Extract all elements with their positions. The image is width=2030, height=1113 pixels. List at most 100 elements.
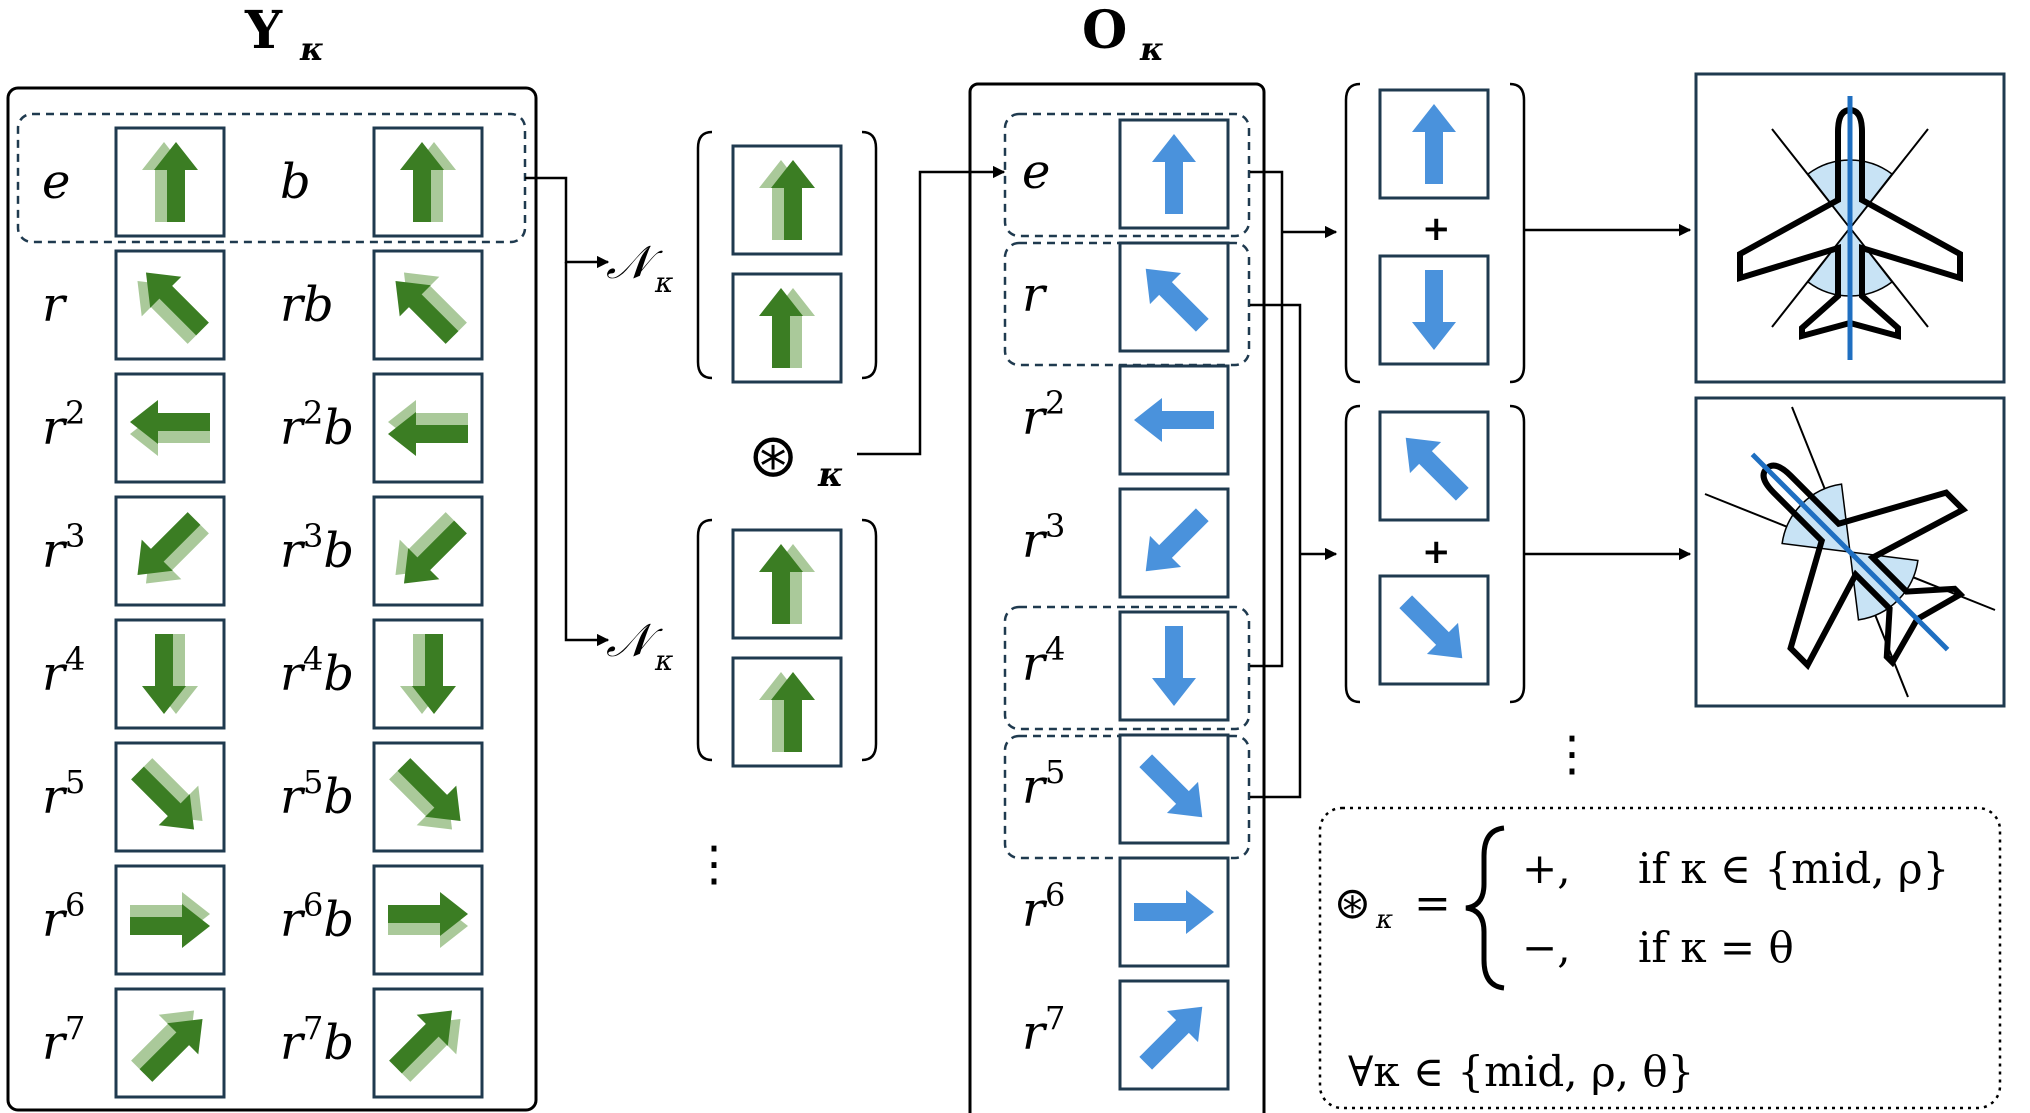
y-box-left-5 xyxy=(114,741,226,853)
y-label-left-0: e xyxy=(42,154,70,210)
y-panel-frame xyxy=(6,86,538,1112)
y-box-left-1 xyxy=(114,249,226,361)
green-arrow-icon xyxy=(137,512,201,576)
y-arrow-boxes xyxy=(114,126,484,1099)
o-to-pairs-connectors xyxy=(1250,170,1338,799)
n-box-3 xyxy=(731,656,843,768)
y-box-left-2 xyxy=(114,372,226,484)
green-arrow-icon xyxy=(388,412,468,456)
blue-arrow-icon xyxy=(1152,134,1196,214)
y-label-right-6: r6b xyxy=(280,886,354,948)
ellipsis-right: ⋮ xyxy=(1548,726,1596,782)
o-box-3 xyxy=(1118,487,1230,599)
connector-operator-to-o xyxy=(857,165,1006,456)
blue-arrow-icon xyxy=(1139,1006,1203,1070)
green-arrow-icon xyxy=(145,272,209,336)
operator-definition-box: ⊛ κ = +, if κ ∈ {mid, ρ} −, if κ = θ ∀κ … xyxy=(1318,806,2002,1110)
y-box-right-1 xyxy=(372,249,484,361)
def-case2-sign: −, xyxy=(1522,923,1571,972)
y-label-left-6: r6 xyxy=(42,886,85,948)
neighborhood-label-2: 𝒩 κ xyxy=(606,613,673,677)
y-label-left-1: r xyxy=(42,277,68,333)
n-box-1 xyxy=(731,272,843,384)
n-box-2 xyxy=(731,528,843,640)
pair2-plus: + xyxy=(1422,532,1451,572)
y-box-right-5 xyxy=(372,741,484,853)
pair-box-0 xyxy=(1378,88,1490,200)
o-box-0 xyxy=(1118,118,1230,230)
y-title-base: Y xyxy=(244,0,283,61)
y-box-right-4 xyxy=(372,618,484,730)
y-box-left-7 xyxy=(114,987,226,1099)
neighborhood-vector-2 xyxy=(696,518,878,762)
green-arrow-icon xyxy=(397,758,461,822)
y-box-right-6 xyxy=(372,864,484,976)
y-box-right-2 xyxy=(372,372,484,484)
green-arrow-icon xyxy=(395,280,459,344)
o-highlight-r5 xyxy=(1003,734,1251,860)
o-label-3: r3 xyxy=(1022,507,1065,569)
ellipsis-middle: ⋮ xyxy=(690,836,738,892)
pair-vector-1: + xyxy=(1344,82,1526,384)
blue-arrow-icon xyxy=(1134,398,1214,442)
green-arrow-icon xyxy=(142,634,186,714)
o-label-5: r5 xyxy=(1022,753,1065,815)
o-title-sub: κ xyxy=(1139,30,1164,68)
def-lhs-symbol: ⊛ xyxy=(1334,878,1371,929)
o-box-6 xyxy=(1118,856,1230,968)
o-label-4: r4 xyxy=(1022,630,1065,692)
blue-arrow-icon xyxy=(1152,626,1196,706)
green-arrow-icon xyxy=(139,1018,203,1082)
y-label-left-5: r5 xyxy=(42,763,85,825)
y-label-right-3: r3b xyxy=(280,517,354,579)
pair-box-2 xyxy=(1378,410,1490,522)
o-box-7 xyxy=(1118,979,1230,1091)
y-label-right-5: r5b xyxy=(280,763,354,825)
o-box-5 xyxy=(1118,733,1230,845)
o-label-2: r2 xyxy=(1022,384,1065,446)
y-box-right-7 xyxy=(372,987,484,1099)
airplane-rotated-panel xyxy=(1694,396,2006,708)
o-label-6: r6 xyxy=(1022,876,1065,938)
o-highlight-r4 xyxy=(1003,605,1251,731)
blue-arrow-icon xyxy=(1399,595,1463,659)
y-box-left-4 xyxy=(114,618,226,730)
o-title-base: O xyxy=(1082,0,1127,61)
y-label-left-3: r3 xyxy=(42,517,85,579)
y-kappa-title: Y κ xyxy=(244,0,324,68)
y-title-sub: κ xyxy=(299,30,324,68)
y-label-right-4: r4b xyxy=(280,640,354,702)
o-panel-frame xyxy=(968,82,1266,1113)
y-box-right-0 xyxy=(372,126,484,238)
operator-sub: κ xyxy=(817,455,843,495)
pair-arrow-boxes xyxy=(1378,88,1490,686)
y-box-left-0 xyxy=(114,126,226,238)
neighborhood-vector-1 xyxy=(696,130,878,380)
y-box-left-3 xyxy=(114,495,226,607)
neighborhood-arrow-boxes xyxy=(731,144,843,768)
def-forall: ∀κ ∈ {mid, ρ, θ} xyxy=(1348,1047,1694,1096)
blue-arrow-icon xyxy=(1405,437,1469,501)
y-label-left-2: r2 xyxy=(42,394,85,456)
o-arrow-boxes xyxy=(1118,118,1230,1091)
connector-y-to-n1 xyxy=(525,176,610,269)
def-case1-cond: if κ ∈ {mid, ρ} xyxy=(1638,844,1949,893)
y-label-right-2: r2b xyxy=(280,394,354,456)
blue-arrow-icon xyxy=(1145,508,1209,572)
o-box-4 xyxy=(1118,610,1230,722)
y-label-right-0: b xyxy=(280,154,311,210)
y-box-left-6 xyxy=(114,864,226,976)
o-label-7: r7 xyxy=(1022,999,1065,1061)
neighborhood-label-1: 𝒩 κ xyxy=(606,235,673,299)
pair-vector-2: + xyxy=(1344,404,1526,704)
n-box-0 xyxy=(731,144,843,256)
pair-box-3 xyxy=(1378,574,1490,686)
def-case1-sign: +, xyxy=(1522,844,1571,893)
o-box-2 xyxy=(1118,364,1230,476)
blue-arrow-icon xyxy=(1139,754,1203,818)
blue-arrow-icon xyxy=(1134,890,1214,934)
green-arrow-icon xyxy=(154,142,198,222)
green-arrow-icon xyxy=(130,904,210,948)
